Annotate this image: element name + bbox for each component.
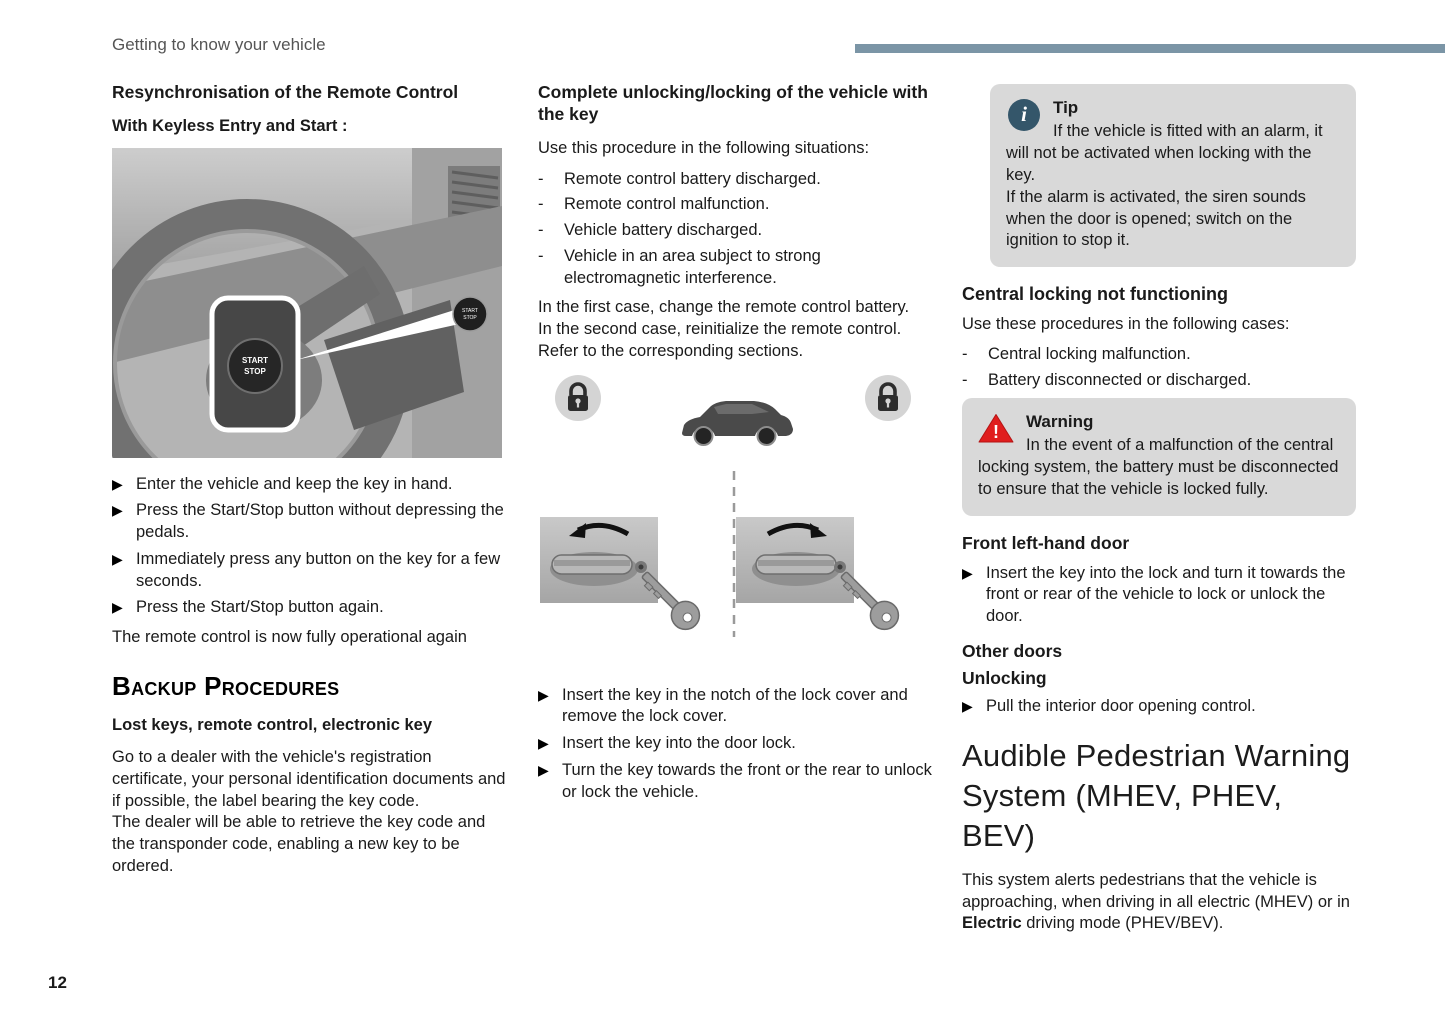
resync-step: ▶ Enter the vehicle and keep the key in … — [112, 474, 506, 496]
warning-box: ! Warning In the event of a malfunction … — [962, 397, 1356, 516]
resync-step: ▶ Press the Start/Stop button without de… — [112, 500, 506, 544]
arrow-bullet-icon: ▶ — [112, 475, 123, 492]
apws-paragraph: This system alerts pedestrians that the … — [962, 870, 1350, 933]
subtitle-other-doors: Other doors — [962, 640, 1063, 661]
section-title-complete-unlocking: Complete unlocking/locking of the vehicl… — [538, 82, 928, 124]
key-icon — [840, 571, 900, 630]
warning-text: In the event of a malfunction of the cen… — [978, 436, 1339, 498]
svg-text:START: START — [242, 356, 268, 365]
resync-result-text: The remote control is now fully operatio… — [112, 628, 467, 647]
column-right: i Tip If the vehicle is fitted with an a… — [962, 82, 1356, 935]
first-case-text: In the first case, change the remote con… — [538, 298, 910, 317]
svg-text:STOP: STOP — [463, 315, 477, 321]
section-title-resynchronisation: Resynchronisation of the Remote Control — [112, 82, 459, 102]
dash-bullet: - — [962, 345, 968, 364]
second-case-text: In the second case, reinitialize the rem… — [538, 320, 902, 339]
subtitle-unlocking: Unlocking — [962, 668, 1047, 689]
running-header: Getting to know your vehicle — [112, 35, 326, 54]
subtitle-lost-keys: Lost keys, remote control, electronic ke… — [112, 716, 433, 735]
info-icon: i — [1008, 99, 1040, 131]
section-title-central-locking: Central locking not functioning — [962, 284, 1228, 305]
warning-icon: ! — [978, 413, 1014, 451]
case-item: - Vehicle in an area subject to strong e… — [538, 246, 932, 290]
warning-title: Warning — [1026, 411, 1094, 431]
key-step: ▶ Insert the key into the door lock. — [538, 733, 932, 755]
dash-bullet: - — [538, 169, 544, 188]
dash-bullet: - — [538, 195, 544, 214]
key-locking-illustration — [540, 374, 911, 637]
case-item: - Battery disconnected or discharged. — [962, 370, 1356, 392]
tip-title: Tip — [1053, 98, 1079, 117]
header-rule — [855, 44, 1445, 53]
padlock-icon — [555, 374, 601, 421]
case-item: - Central locking malfunction. — [962, 344, 1356, 366]
key-step: ▶ Insert the key in the notch of the loc… — [538, 685, 932, 729]
front-door-step: ▶ Insert the key into the lock and turn … — [962, 563, 1356, 628]
case-item: - Remote control battery discharged. — [538, 169, 932, 191]
unlocking-step: ▶ Pull the interior door opening control… — [962, 696, 1356, 718]
car-silhouette — [682, 400, 793, 446]
arrow-bullet-icon: ▶ — [538, 735, 549, 752]
dash-bullet: - — [538, 246, 544, 265]
arrow-bullet-icon: ▶ — [962, 698, 973, 715]
subtitle-keyless: With Keyless Entry and Start : — [112, 116, 348, 135]
padlock-icon — [865, 374, 911, 421]
apws-bold-word: Electric — [962, 914, 1022, 933]
steering-wheel-illustration: START STOP START STOP — [112, 147, 502, 458]
svg-text:START: START — [462, 308, 478, 314]
arrow-bullet-icon: ▶ — [538, 686, 549, 703]
door-handle-left — [540, 516, 701, 630]
tip-text-1: If the vehicle is fitted with an alarm, … — [1006, 122, 1323, 184]
case-item: - Vehicle battery discharged. — [538, 220, 932, 242]
dash-bullet: - — [538, 221, 544, 240]
unlocking-intro: Use this procedure in the following situ… — [538, 138, 870, 157]
steering-wheel-figure: START STOP START STOP — [112, 147, 506, 458]
arrow-bullet-icon: ▶ — [538, 761, 549, 778]
arrow-bullet-icon: ▶ — [112, 599, 123, 616]
section-title-backup-procedures: Backup Procedures — [112, 671, 340, 701]
arrow-bullet-icon: ▶ — [112, 550, 123, 567]
svg-text:!: ! — [993, 422, 999, 442]
resync-step: ▶ Immediately press any button on the ke… — [112, 549, 506, 593]
page-number: 12 — [48, 973, 67, 992]
refer-text: Refer to the corresponding sections. — [538, 341, 804, 360]
section-title-apws: Audible Pedestrian Warning System (MHEV,… — [962, 737, 1351, 853]
arrow-bullet-icon: ▶ — [962, 564, 973, 581]
arrow-bullet-icon: ▶ — [112, 502, 123, 519]
column-middle: Complete unlocking/locking of the vehicl… — [538, 82, 932, 808]
tip-text-2: If the alarm is activated, the siren sou… — [1006, 187, 1306, 250]
column-left: Resynchronisation of the Remote Control … — [112, 82, 506, 878]
case-item: - Remote control malfunction. — [538, 194, 932, 216]
dash-bullet: - — [962, 371, 968, 390]
lost-keys-paragraph-2: The dealer will be able to retrieve the … — [112, 813, 486, 875]
key-step: ▶ Turn the key towards the front or the … — [538, 760, 932, 804]
resync-step: ▶ Press the Start/Stop button again. — [112, 597, 506, 619]
lost-keys-paragraph-1: Go to a dealer with the vehicle's regist… — [112, 748, 506, 810]
tip-box: i Tip If the vehicle is fitted with an a… — [990, 84, 1356, 268]
key-icon — [641, 571, 701, 630]
central-locking-intro: Use these procedures in the following ca… — [962, 314, 1290, 333]
key-locking-figure — [538, 374, 932, 663]
svg-text:STOP: STOP — [244, 367, 266, 376]
door-handle-right — [736, 516, 900, 630]
subtitle-front-left-door: Front left-hand door — [962, 532, 1130, 553]
